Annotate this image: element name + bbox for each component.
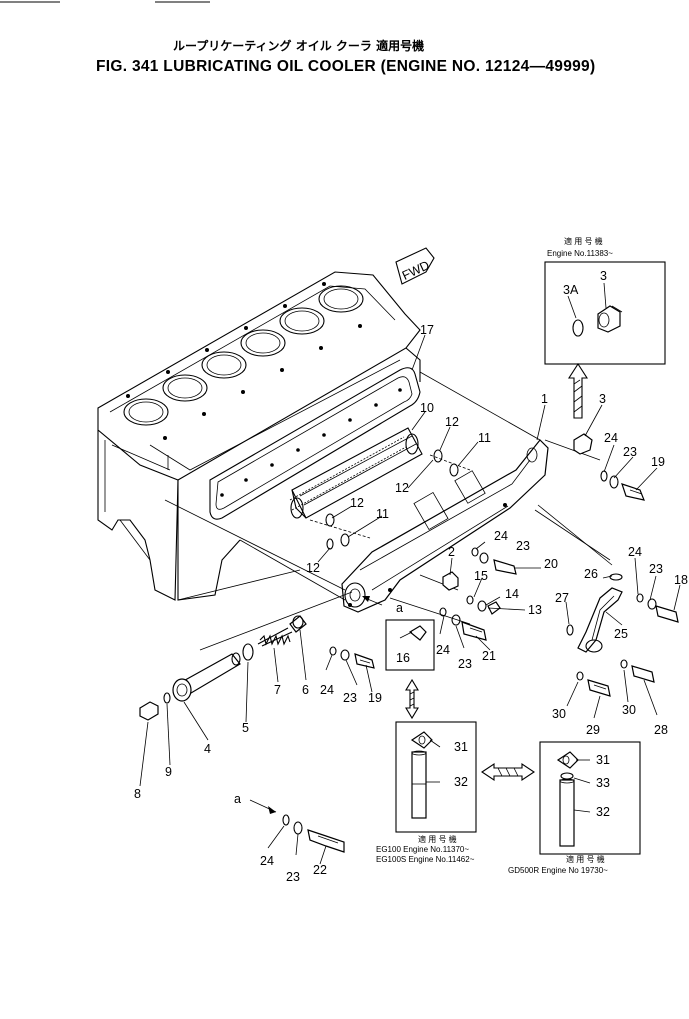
callout-31-a: 31 — [454, 740, 468, 754]
forward-direction-tag: FWD — [395, 247, 435, 285]
relief-valve-parts — [139, 615, 307, 721]
inset-engine-number: Engine No.11383~ — [547, 249, 613, 258]
oil-cooler-cover — [341, 439, 549, 613]
middle-fasteners — [439, 547, 517, 641]
callout-26: 26 — [584, 567, 598, 581]
callout-24-a: 24 — [604, 431, 618, 445]
bottom-bolt-set — [249, 799, 345, 853]
cylinder-bore — [162, 374, 208, 402]
engine-block — [97, 271, 421, 601]
callout-24-b: 24 — [494, 529, 508, 543]
callout-3: 3 — [599, 392, 606, 406]
callout-7: 7 — [274, 683, 281, 697]
callout-27: 27 — [555, 591, 569, 605]
callout-1: 1 — [541, 392, 548, 406]
title-english: FIG. 341 LUBRICATING OIL COOLER (ENGINE … — [96, 58, 595, 75]
inset-engine-line2: EG100S Engine No.11462~ — [376, 855, 475, 864]
inset-middle-small — [385, 619, 435, 671]
callout-4: 4 — [204, 742, 211, 756]
callout-numbers: 1 2 3 3 3A 4 5 6 7 8 9 10 11 11 12 12 12… — [134, 269, 688, 884]
callout-32-a: 32 — [454, 775, 468, 789]
callout-6: 6 — [302, 683, 309, 697]
callout-33: 33 — [596, 776, 610, 790]
inset-top-right: 適 用 号 機 Engine No.11383~ — [544, 236, 666, 365]
callout-10: 10 — [420, 401, 434, 415]
inset-applicability-label: 適 用 号 機 — [566, 854, 605, 864]
callout-12-d: 12 — [306, 561, 320, 575]
callout-23-e: 23 — [649, 562, 663, 576]
callout-18: 18 — [674, 573, 688, 587]
right-pipe-assembly — [537, 504, 679, 697]
callout-24-c: 24 — [320, 683, 334, 697]
upper-right-fasteners — [573, 433, 645, 501]
callout-12-b: 12 — [395, 481, 409, 495]
callout-19-upper: 19 — [651, 455, 665, 469]
cylinder-bore — [240, 329, 286, 357]
fwd-label: FWD — [400, 258, 432, 283]
hatched-arrow-up — [567, 362, 589, 419]
cylinder-bore — [279, 307, 325, 335]
callout-30-a: 30 — [552, 707, 566, 721]
cylinder-bore — [201, 351, 247, 379]
bolt-19-lower — [329, 646, 375, 669]
callout-31-b: 31 — [596, 753, 610, 767]
inset-lower-right: 適 用 号 機 GD500R Engine No 19730~ — [508, 741, 641, 875]
o-rings — [309, 449, 471, 550]
callout-25: 25 — [614, 627, 628, 641]
callout-24-d: 24 — [436, 643, 450, 657]
callout-23-d: 23 — [458, 657, 472, 671]
callout-13: 13 — [528, 603, 542, 617]
callout-30-b: 30 — [622, 703, 636, 717]
callout-2: 2 — [448, 545, 455, 559]
hatched-double-arrow-horizontal — [481, 762, 535, 782]
inset-frame — [544, 261, 666, 365]
callout-3a: 3A — [563, 283, 579, 297]
callout-28: 28 — [654, 723, 668, 737]
title-japanese: ループリケーティング オイル クーラ 適用号機 — [173, 38, 424, 53]
callout-24-f: 24 — [260, 854, 274, 868]
callout-11-upper: 11 — [478, 431, 491, 445]
callout-16: 16 — [396, 651, 410, 665]
inset-applicability-label: 適 用 号 機 — [564, 236, 603, 246]
callout-20: 20 — [544, 557, 558, 571]
cylinder-bore — [123, 398, 169, 426]
callout-3-inset: 3 — [600, 269, 607, 283]
inset-applicability-label: 適 用 号 機 — [418, 834, 457, 844]
inset-engine-line1: EG100 Engine No.11370~ — [376, 845, 469, 854]
callout-19-lower: 19 — [368, 691, 382, 705]
callout-17: 17 — [420, 323, 434, 337]
callout-23-c: 23 — [343, 691, 357, 705]
callout-32-b: 32 — [596, 805, 610, 819]
callout-15: 15 — [474, 569, 488, 583]
callout-leaders — [139, 282, 681, 865]
oil-cooler-core — [289, 427, 423, 519]
cylinder-bore — [318, 285, 364, 313]
callout-a-upper: a — [396, 601, 403, 615]
callout-14: 14 — [505, 587, 519, 601]
callout-11-lower: 11 — [376, 507, 389, 521]
callout-23-b: 23 — [516, 539, 530, 553]
pointer-a-arrow — [362, 596, 383, 606]
cooler-gasket — [209, 367, 421, 520]
callout-a-lower: a — [234, 792, 241, 806]
callout-5: 5 — [242, 721, 249, 735]
hatched-double-arrow-vertical — [405, 678, 419, 720]
inset-engine-line1: GD500R Engine No 19730~ — [508, 866, 608, 875]
callout-22: 22 — [313, 863, 327, 877]
callout-29: 29 — [586, 723, 600, 737]
callout-23-a: 23 — [623, 445, 637, 459]
callout-23-bottom: 23 — [286, 870, 300, 884]
callout-12-a: 12 — [445, 415, 459, 429]
callout-8: 8 — [134, 787, 141, 801]
callout-12-c: 12 — [350, 496, 364, 510]
callout-21: 21 — [482, 649, 496, 663]
callout-9: 9 — [165, 765, 172, 779]
callout-24-e: 24 — [628, 545, 642, 559]
inset-lower-middle: 適 用 号 機 EG100 Engine No.11370~ EG100S En… — [376, 721, 477, 864]
